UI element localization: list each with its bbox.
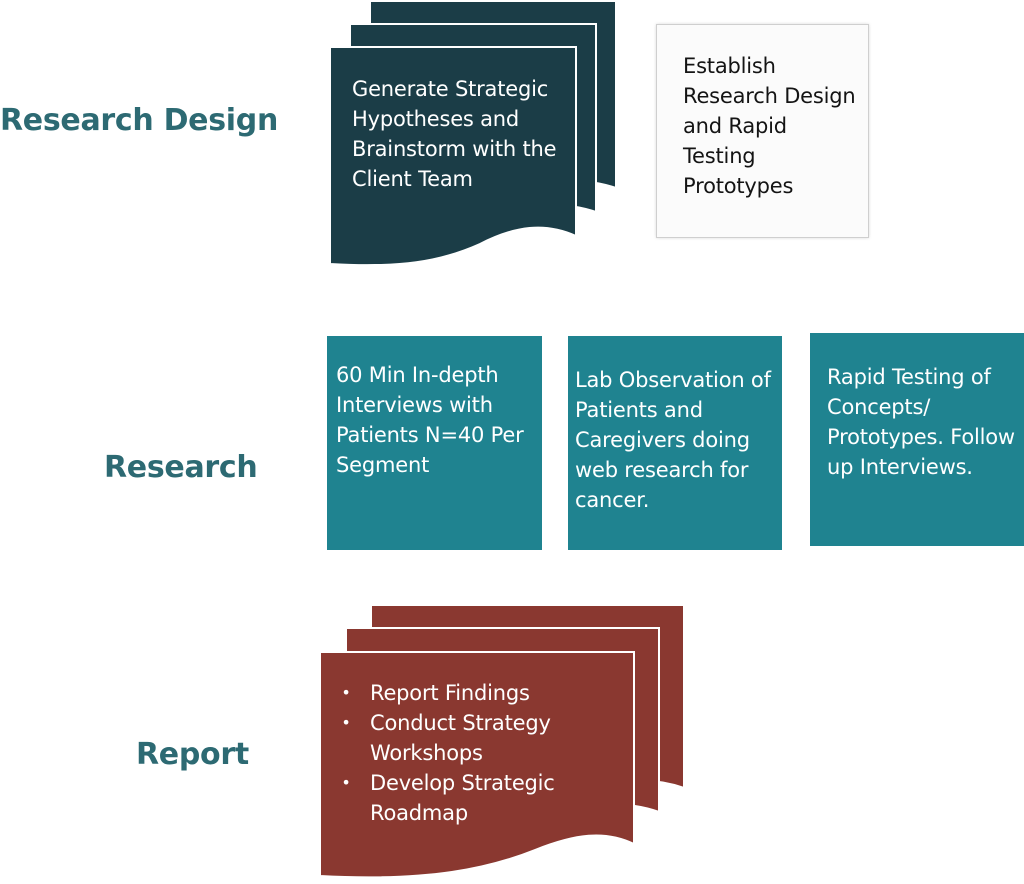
report-list-item: • Report Findings <box>336 678 626 708</box>
research-box-text: Rapid Testing of Concepts/ Prototypes. F… <box>827 365 1015 479</box>
report-doc-front <box>319 651 635 879</box>
research-box-interviews: 60 Min In-depth Interviews with Patients… <box>327 336 542 550</box>
report-item-text: Conduct Strategy Workshops <box>370 711 551 765</box>
report-item-text: Report Findings <box>370 681 530 705</box>
research-design-box-text: Establish Research Design and Rapid Test… <box>683 54 856 198</box>
bullet-icon: • <box>341 773 351 792</box>
stage-label-report: Report <box>136 737 249 772</box>
report-list-item: • Develop Strategic Roadmap <box>336 768 626 828</box>
stage-label-research-design: Research Design <box>0 103 278 138</box>
report-list-item: • Conduct Strategy Workshops <box>336 708 626 768</box>
report-item-text: Develop Strategic Roadmap <box>370 771 555 825</box>
design-doc-front <box>329 46 577 267</box>
report-document-stack <box>319 604 685 879</box>
research-box-lab-observation: Lab Observation of Patients and Caregive… <box>568 336 782 550</box>
design-document-stack <box>329 0 617 267</box>
design-document-text: Generate Strategic Hypotheses and Brains… <box>352 77 557 191</box>
research-box-rapid-testing: Rapid Testing of Concepts/ Prototypes. F… <box>810 333 1024 546</box>
bullet-icon: • <box>341 683 351 702</box>
research-box-text: 60 Min In-depth Interviews with Patients… <box>336 363 524 477</box>
research-design-box: Establish Research Design and Rapid Test… <box>656 24 869 238</box>
bullet-icon: • <box>341 713 351 732</box>
research-box-text: Lab Observation of Patients and Caregive… <box>575 368 771 512</box>
stage-label-research: Research <box>104 450 258 485</box>
report-list: • Report Findings • Conduct Strategy Wor… <box>336 678 626 828</box>
